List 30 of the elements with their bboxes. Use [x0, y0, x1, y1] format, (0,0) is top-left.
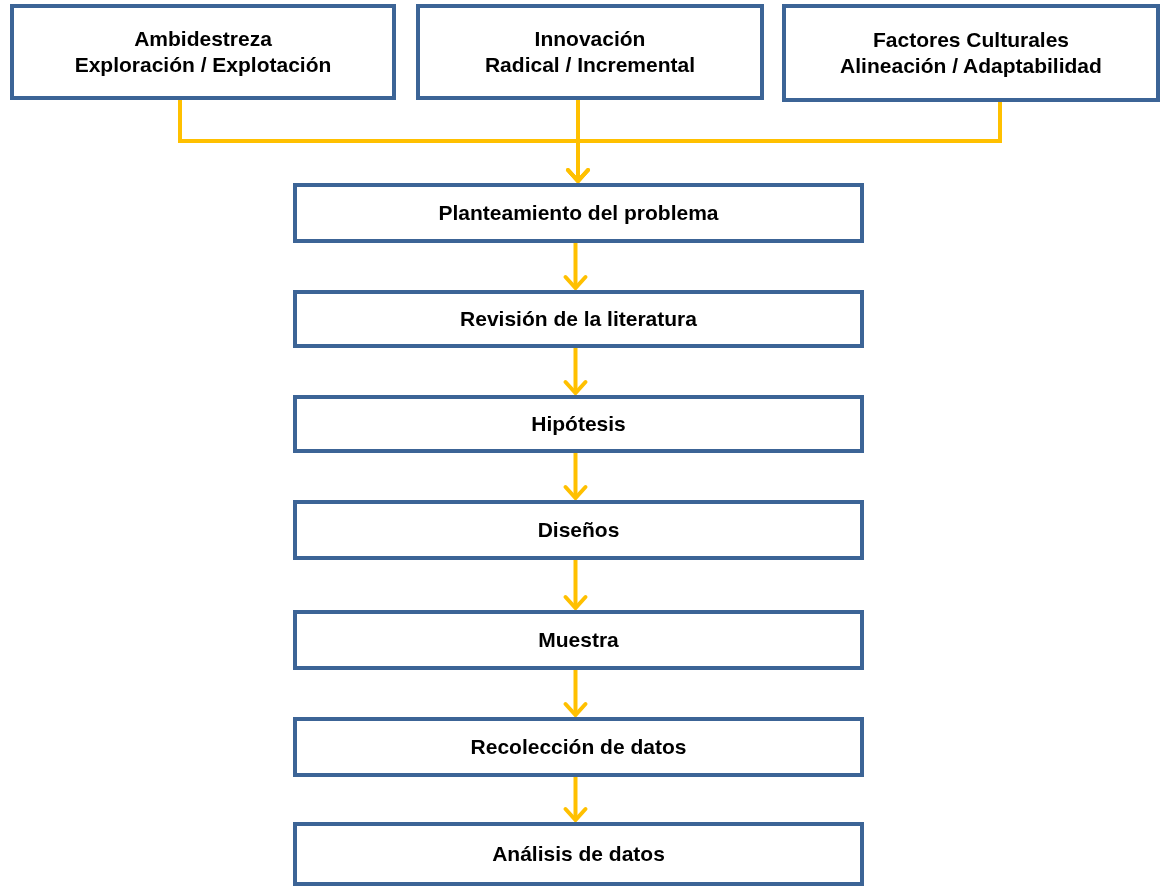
box-text: Exploración / Explotación: [74, 52, 332, 78]
box-text: Muestra: [538, 626, 619, 653]
process-box: [782, 4, 1160, 102]
arrow: [563, 453, 588, 500]
box-text: Ambidestreza: [134, 25, 272, 52]
arrow: [563, 777, 588, 822]
box-text: Revisión de la literatura: [460, 305, 697, 332]
arrow: [563, 670, 588, 717]
box-text: Análisis de datos: [492, 840, 665, 867]
process-box: [293, 395, 864, 453]
box-text: Innovación: [534, 25, 646, 52]
box-text: Alineación / Adaptabilidad: [840, 53, 1102, 79]
process-box: [293, 717, 864, 777]
box-text: Factores Culturales: [872, 26, 1070, 53]
arrow: [563, 560, 588, 610]
process-box: [293, 183, 864, 243]
process-box: [293, 290, 864, 348]
process-box: [416, 4, 764, 100]
process-box: [293, 822, 864, 886]
box-text: Hipótesis: [531, 410, 626, 437]
process-box: [10, 4, 396, 100]
arrow: [563, 243, 588, 290]
process-box: [293, 610, 864, 670]
box-text: Recolección de datos: [470, 733, 687, 760]
box-text: Diseños: [537, 516, 620, 543]
box-text: Planteamiento del problema: [438, 199, 719, 226]
arrow: [563, 348, 588, 395]
arrow: [566, 102, 1002, 183]
box-text: Radical / Incremental: [484, 52, 696, 78]
process-box: [293, 500, 864, 560]
